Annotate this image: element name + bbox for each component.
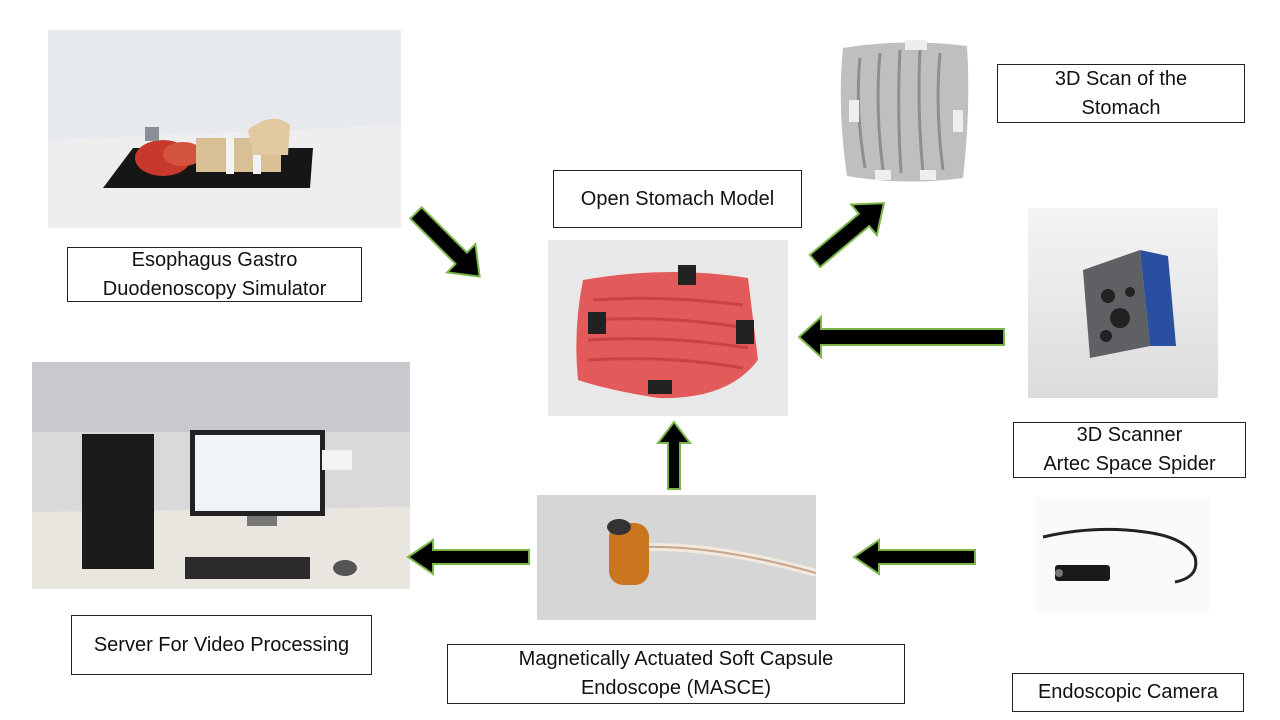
arrow-masce-to-server [406, 538, 530, 576]
scanner-label: 3D Scanner Artec Space Spider [1013, 422, 1246, 478]
server-label-text: Server For Video Processing [93, 633, 350, 656]
scanner-photo [1028, 208, 1218, 398]
arrow-camera-to-masce [852, 538, 976, 576]
masce-label: Magnetically Actuated Soft Capsule Endos… [447, 644, 905, 704]
scan-label: 3D Scan of the Stomach [997, 64, 1245, 123]
arrow-scanner-to-stomach [797, 314, 1005, 360]
stomach-scan-image [835, 38, 975, 186]
simulator-label: Esophagus Gastro Duodenoscopy Simulator [67, 247, 362, 302]
camera-photo [1035, 497, 1210, 612]
simulator-label-text: Esophagus Gastro Duodenoscopy Simulator [102, 248, 327, 300]
scanner-label-text: 3D Scanner Artec Space Spider [1043, 424, 1216, 475]
masce-label-text: Magnetically Actuated Soft Capsule Endos… [518, 648, 834, 699]
masce-photo [537, 495, 816, 620]
simulator-photo [48, 30, 401, 228]
camera-label: Endoscopic Camera [1012, 673, 1244, 712]
server-photo [32, 362, 410, 589]
scan-label-text: 3D Scan of the Stomach [1054, 67, 1188, 119]
server-label: Server For Video Processing [71, 615, 372, 675]
camera-label-text: Endoscopic Camera [1037, 681, 1219, 703]
arrow-masce-to-stomach [655, 420, 693, 490]
arrow-stomach-to-scan [808, 202, 886, 269]
open-stomach-photo [548, 240, 788, 416]
open-stomach-label-text: Open Stomach Model [580, 187, 775, 210]
open-stomach-label: Open Stomach Model [553, 170, 802, 228]
arrow-simulator-to-stomach [408, 205, 481, 278]
